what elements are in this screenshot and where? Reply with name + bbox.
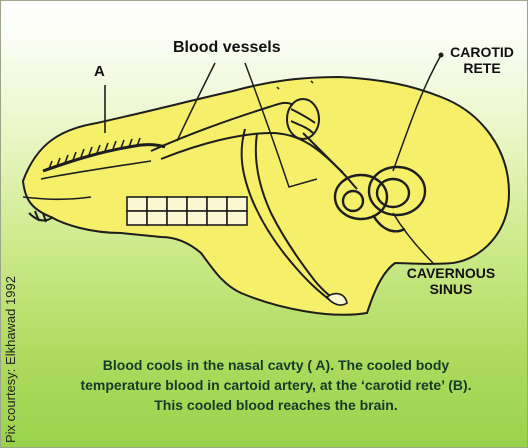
caption-line-3: This cooled blood reaches the brain. xyxy=(41,396,511,416)
cheek-teeth xyxy=(127,197,247,225)
label-carotid-line1: CAROTID xyxy=(450,44,514,60)
label-carotid-line2: RETE xyxy=(463,60,500,76)
label-cavernous-sinus: CAVERNOUS SINUS xyxy=(396,265,506,297)
label-cavernous-line2: SINUS xyxy=(430,281,473,297)
label-carotid-rete: CAROTID RETE xyxy=(442,44,522,76)
caption-line-2: temperature blood in cartoid artery, at … xyxy=(41,376,511,396)
label-nasal-marker: A xyxy=(94,63,105,80)
caption-line-1: Blood cools in the nasal cavty ( A). The… xyxy=(41,356,511,376)
photo-credit: Pix courtesy: Elkhawad 1992 xyxy=(3,276,18,443)
caption: Blood cools in the nasal cavty ( A). The… xyxy=(41,356,511,416)
label-cavernous-line1: CAVERNOUS xyxy=(407,265,495,281)
label-blood-vessels: Blood vessels xyxy=(173,39,281,57)
